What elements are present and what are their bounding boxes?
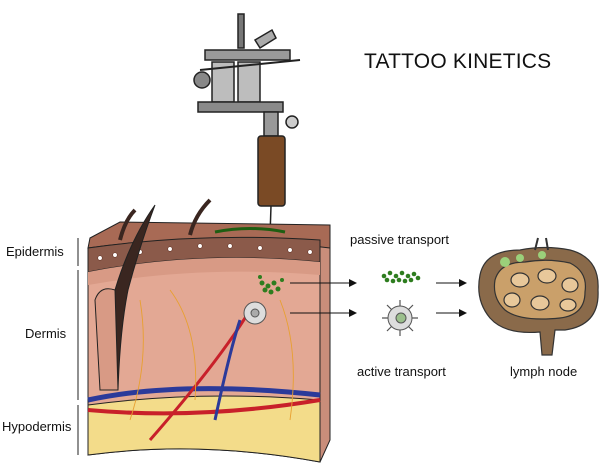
dendritic-cell-icon xyxy=(382,300,418,336)
diagram-title: TATTOO KINETICS xyxy=(364,50,552,73)
label-lymph-node: lymph node xyxy=(510,364,578,379)
label-active-transport: active transport xyxy=(357,364,446,379)
skin-block xyxy=(87,198,331,463)
ink-particles-icon xyxy=(381,270,421,284)
label-hypodermis: Hypodermis xyxy=(2,419,72,434)
lymph-node-icon xyxy=(478,237,599,356)
label-passive-transport: passive transport xyxy=(350,232,449,247)
macrophage-icon xyxy=(243,301,267,325)
label-dermis: Dermis xyxy=(25,326,67,341)
tattoo-machine-icon xyxy=(193,13,301,237)
transport-arrows xyxy=(290,279,467,317)
label-epidermis: Epidermis xyxy=(6,244,64,259)
